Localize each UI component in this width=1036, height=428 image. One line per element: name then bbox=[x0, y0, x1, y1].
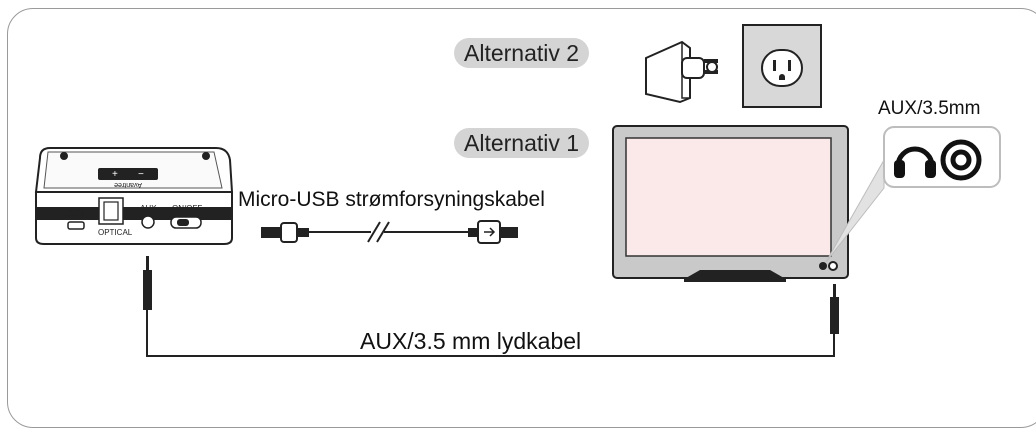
aux-cable-label: AUX/3.5 mm lydkabel bbox=[360, 328, 582, 354]
transmitter-device-icon: + − Avantree bbox=[34, 147, 234, 245]
headphones-icon bbox=[894, 146, 936, 178]
on-off-switch-label: ON/OFF bbox=[172, 204, 202, 213]
wall-outlet-icon bbox=[742, 24, 822, 108]
minus-button-label: − bbox=[138, 169, 144, 180]
diagram-artwork: + − Avantree DCIN OPTICAL AUX ON/OFF bbox=[34, 24, 1001, 357]
power-adapter-icon bbox=[645, 40, 718, 104]
dcin-port-label: DCIN bbox=[64, 209, 84, 218]
aux-cable-icon bbox=[143, 256, 839, 357]
tv-icon bbox=[612, 125, 849, 282]
option-1-label: Alternativ 1 bbox=[454, 128, 590, 158]
option-2-label: Alternativ 2 bbox=[454, 38, 590, 68]
speaker-icon bbox=[940, 139, 982, 181]
aux-output-label: AUX/3.5mm bbox=[878, 98, 981, 119]
micro-usb-cable-icon bbox=[261, 220, 518, 244]
brand-label: Avantree bbox=[114, 181, 142, 188]
plus-button-label: + bbox=[112, 169, 118, 180]
optical-port-label: OPTICAL bbox=[98, 228, 133, 237]
usb-cable-label: Micro-USB strømforsyningskabel bbox=[238, 188, 545, 211]
aux-port-label: AUX bbox=[140, 204, 157, 213]
